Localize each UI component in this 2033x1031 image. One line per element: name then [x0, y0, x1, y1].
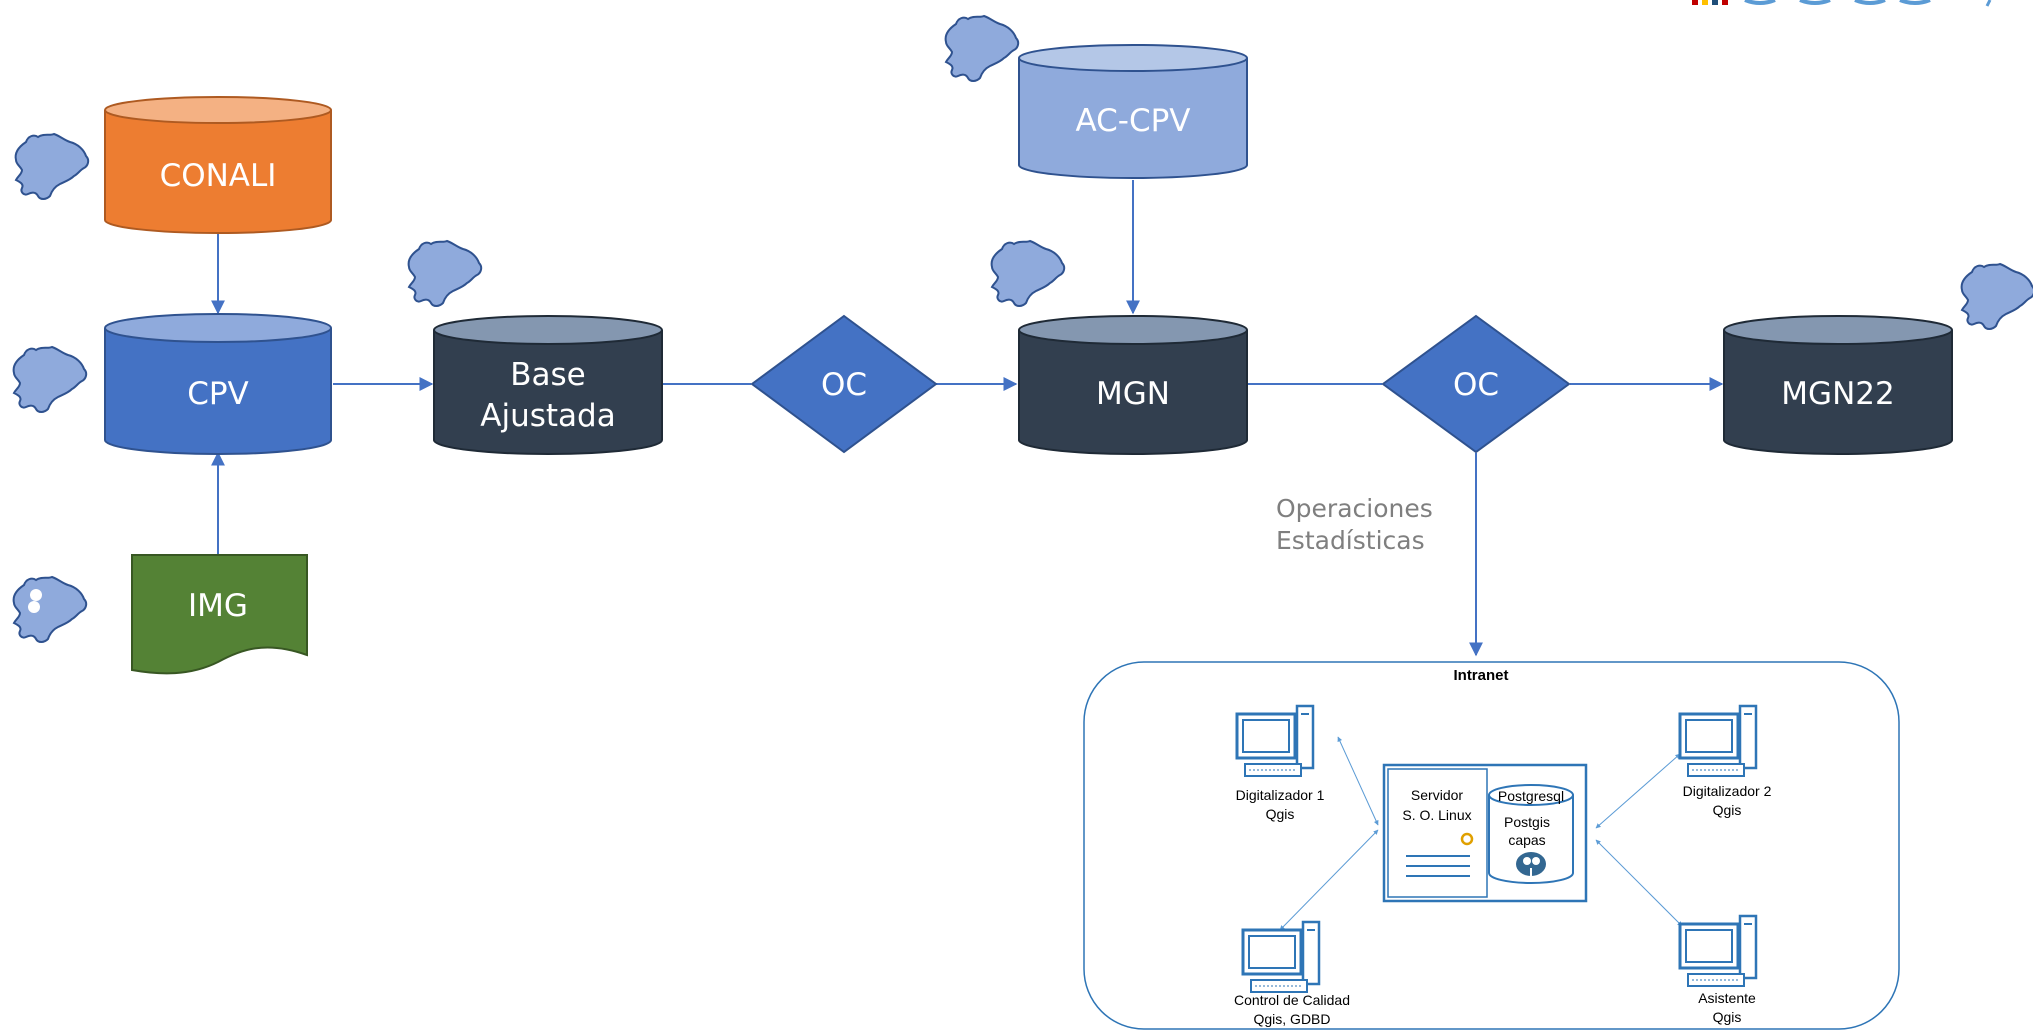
db-label-line2: Postgis — [1504, 814, 1550, 830]
control-calidad-label-line2: Qgis, GDBD — [1253, 1011, 1330, 1027]
db-label-line1: Postgresql — [1498, 788, 1564, 804]
base-ajustada-database[interactable]: Base Ajustada — [433, 315, 663, 455]
link-server-digitalizador2 — [1595, 753, 1681, 829]
connectors — [211, 180, 1724, 657]
ecuador-map-icon — [12, 346, 88, 413]
ecuador-map-icon — [12, 576, 88, 643]
conali-label: CONALI — [160, 158, 277, 194]
desktop-computer-icon[interactable] — [1241, 920, 1321, 993]
ecuador-map-icon — [990, 240, 1066, 307]
ecuador-map-icon — [407, 240, 483, 307]
link-control-server — [1279, 829, 1379, 931]
oc-diamond-left[interactable]: OC — [750, 314, 938, 454]
intranet-panel: Intranet Digitalizador 1 Qgis Digitaliza… — [1083, 661, 1900, 1030]
oc-diamond-right[interactable]: OC — [1381, 314, 1571, 454]
mgn22-database[interactable]: MGN22 — [1723, 315, 1953, 455]
mgn22-label: MGN22 — [1781, 376, 1894, 412]
img-document[interactable]: IMG — [131, 554, 308, 675]
database-icon[interactable]: Postgresql Postgis capas — [1488, 784, 1574, 884]
db-label-line3: capas — [1508, 832, 1545, 848]
digitalizador1-label-line1: Digitalizador 1 — [1236, 787, 1325, 803]
mgn-label: MGN — [1096, 376, 1170, 412]
ac-cpv-label: AC-CPV — [1075, 103, 1190, 139]
digitalizador1-label-line2: Qgis — [1266, 806, 1295, 822]
img-label: IMG — [188, 588, 248, 624]
oc-right-label: OC — [1453, 367, 1499, 403]
cpv-database[interactable]: CPV — [104, 313, 332, 455]
desktop-computer-icon[interactable] — [1235, 704, 1315, 777]
annotation-line2: Estadísticas — [1276, 526, 1425, 555]
ecuador-map-icon — [1960, 263, 2033, 330]
intranet-title: Intranet — [1453, 667, 1508, 684]
desktop-computer-icon[interactable] — [1678, 704, 1758, 777]
link-digitalizador1-server — [1337, 736, 1379, 826]
base-ajustada-label-line1: Base — [510, 357, 586, 393]
server-label-line2: S. O. Linux — [1402, 807, 1471, 823]
link-server-asistente — [1595, 839, 1683, 927]
elephant-logo-icon — [1516, 852, 1546, 878]
control-calidad-label-line1: Control de Calidad — [1234, 992, 1350, 1008]
digitalizador2-label-line1: Digitalizador 2 — [1683, 783, 1772, 799]
cpv-label: CPV — [187, 376, 249, 412]
mgn-database[interactable]: MGN — [1018, 315, 1248, 455]
base-ajustada-label-line2: Ajustada — [480, 398, 615, 434]
ac-cpv-database[interactable]: AC-CPV — [1018, 44, 1248, 179]
digitalizador2-label-line2: Qgis — [1713, 802, 1742, 818]
asistente-label-line2: Qgis — [1713, 1009, 1742, 1025]
ecuador-map-icon — [14, 133, 90, 200]
operaciones-estadisticas-annotation: Operaciones Estadísticas — [1276, 494, 1433, 555]
ecuador-map-icon — [944, 15, 1020, 82]
desktop-computer-icon[interactable] — [1678, 914, 1758, 987]
conali-database[interactable]: CONALI — [104, 96, 332, 234]
asistente-label-line1: Asistente — [1698, 990, 1756, 1006]
logo-fragment — [1692, 0, 1992, 7]
oc-left-label: OC — [821, 367, 867, 403]
server-label-line1: Servidor — [1411, 787, 1463, 803]
annotation-line1: Operaciones — [1276, 494, 1433, 523]
